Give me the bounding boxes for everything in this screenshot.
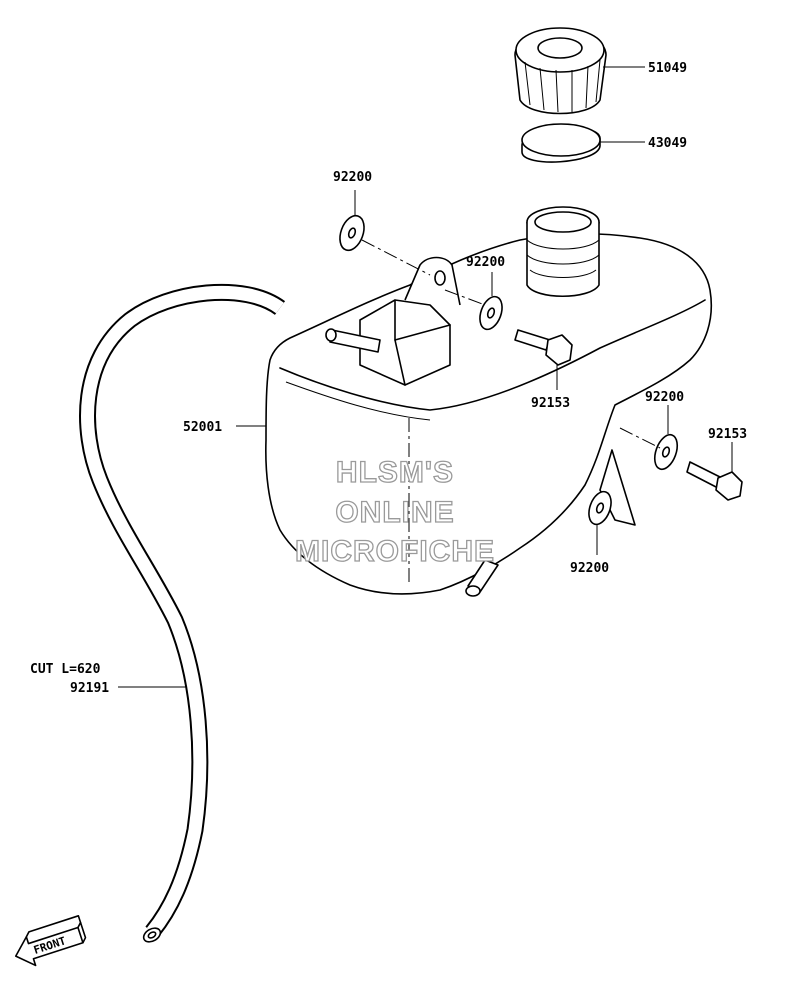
assembly-lines bbox=[361, 239, 661, 449]
label-tank: 52001 bbox=[183, 420, 222, 435]
label-hose-cut: CUT L=620 bbox=[30, 662, 101, 677]
label-washer-right-upper: 92200 bbox=[645, 390, 684, 405]
watermark-line-2: ONLINE bbox=[335, 496, 454, 529]
label-washer-mount: 92200 bbox=[466, 255, 505, 270]
washer-mount bbox=[479, 295, 503, 331]
fuel-cap bbox=[514, 27, 607, 115]
label-washer-right-lower: 92200 bbox=[570, 561, 609, 576]
fuel-hose bbox=[79, 283, 286, 943]
washer-right-lower bbox=[588, 490, 612, 526]
label-bolt-right: 92153 bbox=[708, 427, 747, 442]
label-cap: 51049 bbox=[648, 61, 687, 76]
label-hose: 92191 bbox=[70, 681, 109, 696]
watermark-line-3: MICROFICHE bbox=[295, 535, 495, 568]
label-bolt-mount: 92153 bbox=[531, 396, 570, 411]
leader-lines bbox=[118, 66, 733, 688]
bolt-mount bbox=[514, 329, 573, 366]
watermark: HLSM'S ONLINE MICROFICHE bbox=[294, 455, 495, 568]
washer-top-left bbox=[339, 214, 365, 252]
washer-right-upper bbox=[653, 433, 679, 471]
watermark-line-1: HLSM'S bbox=[336, 456, 454, 489]
bolt-right bbox=[686, 461, 743, 501]
label-washer-top-left: 92200 bbox=[333, 170, 372, 185]
label-gasket: 43049 bbox=[648, 136, 687, 151]
part-labels: 51049 43049 92200 92200 92153 52001 9220… bbox=[30, 61, 747, 696]
cap-gasket bbox=[521, 123, 601, 163]
front-arrow: FRONT bbox=[14, 915, 87, 967]
